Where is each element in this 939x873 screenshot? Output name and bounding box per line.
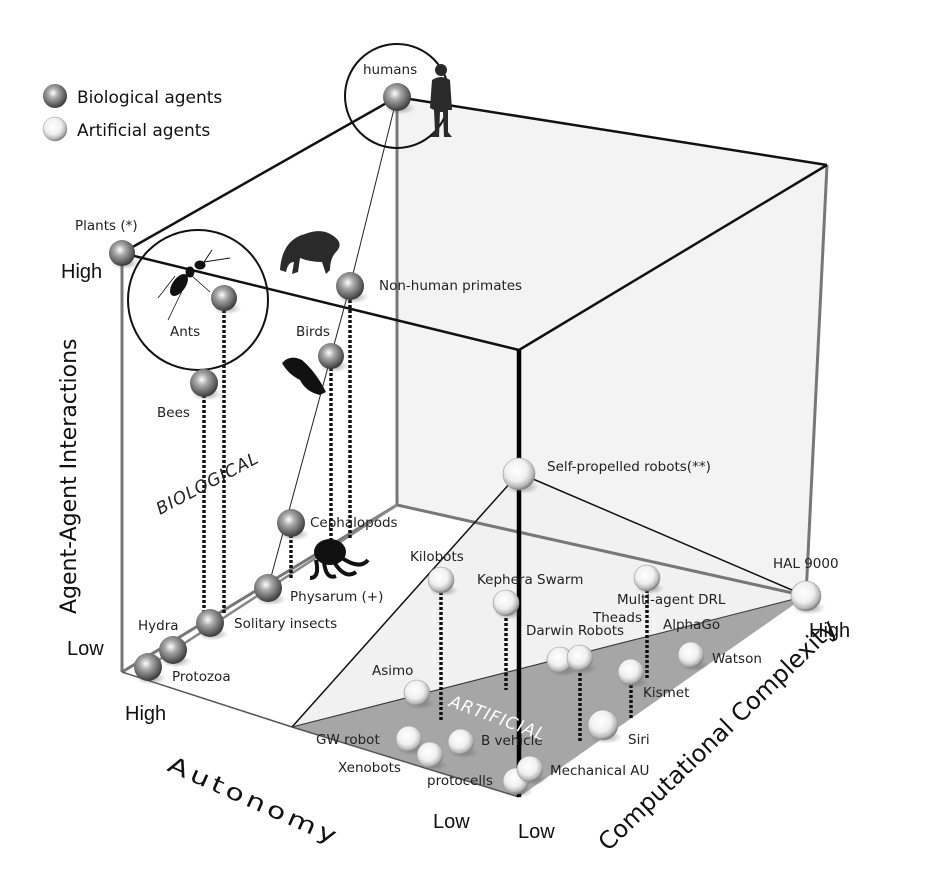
plane-left-edge [291,472,520,728]
non-human-primates-point [336,272,364,300]
agent-points [109,83,826,798]
x-axis-high-label: High [125,703,166,725]
kephera-swarm-label: Kephera Swarm [477,572,583,588]
asimo-label: Asimo [372,663,413,679]
humans-point [383,83,411,111]
chimpanzee-silhouette-icon [280,231,340,274]
octopus-silhouette-icon [309,539,370,580]
cephalopods-point [277,509,305,537]
kilobots-label: Kilobots [410,549,464,565]
legend: Biological agents Artificial agents [42,84,222,142]
human-silhouette-icon [430,64,452,137]
multi-agent-drl-label: Multi-agent DRL [617,592,726,608]
cube-top-edges [121,95,828,352]
protocells-label: protocells [427,773,493,789]
siri-label: Siri [628,732,650,748]
legend-biological-ball [43,84,67,108]
theads-point [566,644,594,672]
birds-label: Birds [296,324,330,340]
floor-front-mid-edge [291,726,520,798]
bees-point [190,369,218,397]
ants-highlight-circle [127,229,269,371]
xenobots-label: Xenobots [338,760,401,776]
xenobots-point [416,741,444,769]
x-axis-title: Autonomy [164,751,345,851]
y-axis-high-label: High [61,261,102,283]
watson-point [677,641,705,669]
legend-artificial-label: Artificial agents [77,121,210,141]
theads-label: Theads [592,610,642,626]
hydra-point [159,636,187,664]
kephera-swarm-point [492,589,520,617]
cephalopods-label: Cephalopods [310,515,398,531]
hal-9000-point [790,580,822,612]
gw-robot-point [395,725,423,753]
self-propelled-robots-point [502,457,536,491]
ants-point [211,285,237,311]
asimo-point [403,679,431,707]
drop-lines [202,300,649,742]
x-axis-low-label: Low [433,811,470,833]
kismet-label: Kismet [643,685,689,701]
non-human-primates-label: Non-human primates [379,278,522,294]
protozoa-point [134,653,162,681]
hal-9000-label: HAL 9000 [773,556,839,572]
multi-agent-drl-point [633,564,661,592]
bees-label: Bees [157,405,190,421]
biological-region-label: BIOLOGICAL [153,448,263,519]
self-propelled-robots-label: Self-propelled robots(**) [547,459,711,475]
plants-label: Plants (*) [75,218,138,234]
darwin-robots-label: Darwin Robots [526,623,624,639]
solitary-insects-label: Solitary insects [234,616,337,632]
mechanical-au-point [516,755,544,783]
physarum-point [254,574,282,602]
siri-point [587,709,619,741]
parrot-silhouette-icon [282,357,326,395]
solitary-insects-point [196,609,224,637]
b-vehicle-point [447,728,475,756]
birds-point [318,343,344,369]
legend-artificial-ball [42,116,68,142]
plants-point [109,240,135,266]
mechanical-au-label: Mechanical AU [550,763,649,779]
z-axis-low-label: Low [518,821,555,843]
alphago-label: AlphaGo [663,617,720,633]
ant-silhouette-icon [157,249,231,321]
watson-label: Watson [712,651,762,667]
gw-robot-label: GW robot [316,732,380,748]
y-axis-title: Agent-Agent Interactions [57,338,82,614]
z-axis-high-label: High [809,620,850,642]
legend-biological-label: Biological agents [77,88,222,108]
kilobots-point [427,566,455,594]
kismet-point [617,658,645,686]
physarum-label: Physarum (+) [290,589,383,605]
hydra-label: Hydra [138,618,179,634]
humans-label: humans [363,62,417,78]
protozoa-label: Protozoa [172,669,231,685]
ants-label: Ants [170,324,200,340]
y-axis-low-label: Low [67,638,104,660]
b-vehicle-label: B vehicle [481,733,543,749]
plane-right-edge [518,472,807,597]
